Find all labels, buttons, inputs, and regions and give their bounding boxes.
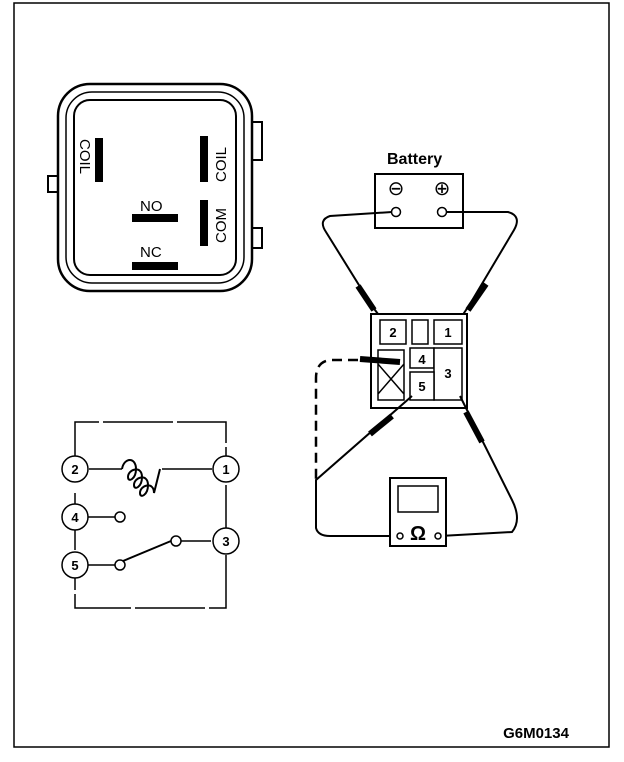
no-contact-point [114,511,126,523]
terminal-4-probe [359,356,401,365]
no-label: NO [140,198,163,215]
battery-positive-terminal [436,206,448,218]
alternate-lead-terminal-4 [314,358,358,480]
nc-contact-point [170,535,182,547]
ohmmeter-lead-terminal-3 [439,395,518,537]
schematic-terminal-1-label: 1 [222,462,229,477]
connector-terminal-2-label: 2 [389,325,396,340]
com-pin [200,200,208,246]
relay-inner-housing [65,91,245,284]
coil-right-label: COIL [213,147,230,182]
relay-left-tab [47,175,58,193]
battery-negative-symbol: ⊖ [388,178,405,200]
connector-cavity-1 [433,319,463,345]
schematic-terminal-4-label: 4 [71,510,79,525]
relay-outer-housing [56,82,254,293]
connector-cavity-2 [379,319,407,345]
terminal-5-probe [368,413,394,437]
relay-top-view: COIL COIL COM NO NC [47,82,263,293]
coil-winding [121,459,161,497]
battery [374,173,464,229]
relay-right-tab-upper [252,121,263,161]
relay-face [73,99,237,276]
battery-negative-terminal [390,206,402,218]
figure-frame [13,2,610,748]
battery-label: Battery [387,151,442,168]
connector-terminal-3-label: 3 [444,366,451,381]
switch-arm [122,540,172,562]
ohm-symbol: Ω [410,523,426,545]
connector-cavity-blank [411,319,429,345]
positive-probe [465,282,489,312]
ohmmeter-lead-terminal-5 [315,395,413,537]
com-contact-point [114,559,126,571]
schematic-terminal-1 [212,455,240,483]
relay-schematic: 2 1 4 5 3 [61,421,240,609]
connector-cavity-3 [433,347,463,401]
connector-terminal-1-label: 1 [444,325,451,340]
test-setup: Battery ⊖ ⊕ 2 1 4 3 5 Ω [314,151,518,547]
battery-negative-lead [321,211,393,323]
connector-terminal-4-label: 4 [418,352,426,367]
relay-right-tab-lower [252,227,263,249]
schematic-terminal-2-label: 2 [71,462,78,477]
terminal-3-probe [463,410,485,444]
connector-latch [377,349,405,401]
schematic-terminal-2 [61,455,89,483]
ohmmeter-terminal-right [434,532,442,540]
schematic-terminal-4 [61,503,89,531]
figure-id: G6M0134 [503,725,570,742]
nc-pin [132,262,178,270]
schematic-enclosure [74,421,227,609]
coil-left-pin [95,138,103,182]
schematic-terminal-3 [212,527,240,555]
negative-probe [355,284,377,312]
no-pin [132,214,178,222]
connector-cavity-5 [409,371,435,401]
schematic-terminal-5 [61,551,89,579]
com-label: COM [213,208,230,243]
schematic-terminal-5-label: 5 [71,558,78,573]
battery-positive-lead [446,211,518,323]
ohmmeter-display [397,485,439,513]
coil-right-pin [200,136,208,182]
battery-positive-symbol: ⊕ [434,178,451,200]
schematic-terminal-3-label: 3 [222,534,229,549]
coil-left-label: COIL [76,139,93,174]
ohmmeter-terminal-left [396,532,404,540]
nc-label: NC [140,244,162,261]
connector-terminal-5-label: 5 [418,379,425,394]
